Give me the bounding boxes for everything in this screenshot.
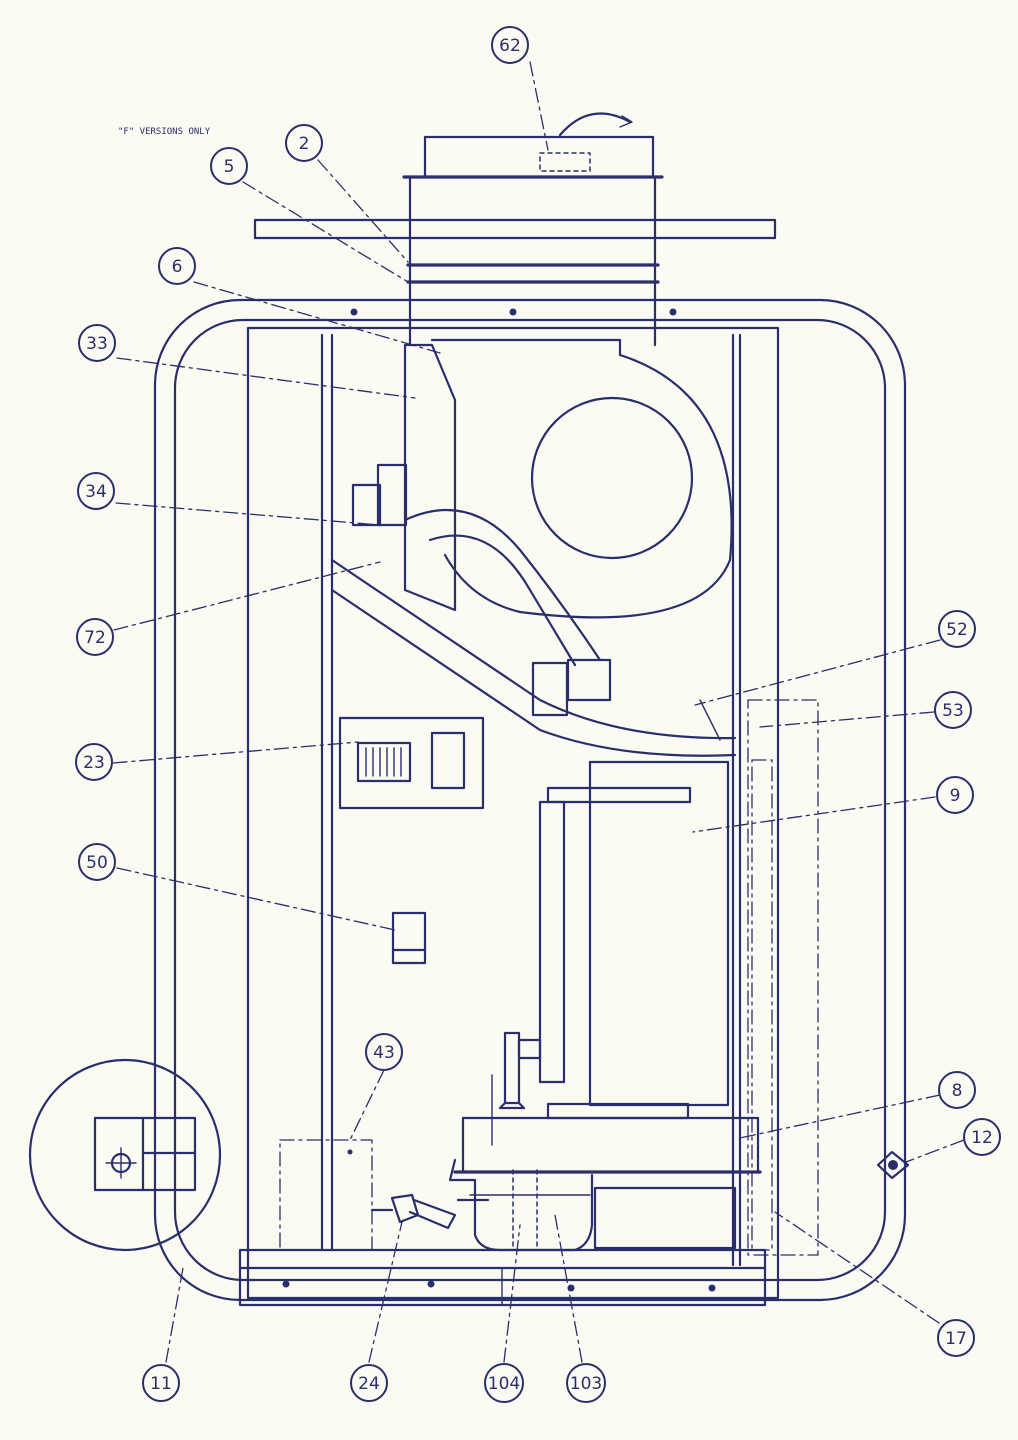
component-50 [391,911,427,965]
condensate-trap [448,1116,762,1252]
callout-43-label: 43 [373,1043,395,1063]
callout-62: 62 [491,26,529,64]
callout-62-label: 62 [499,36,521,56]
callout-33-label: 33 [86,334,108,354]
flue-assembly [253,112,777,347]
callout-24-label: 24 [358,1374,380,1394]
gas-tube [330,558,737,757]
callout-11: 11 [142,1364,180,1402]
drain-valve [370,1193,457,1230]
rear-panel-outline [747,699,819,1256]
callout-12-label: 12 [971,1128,993,1148]
versions-note: "F" VERSIONS ONLY [118,127,211,137]
callout-104-label: 104 [488,1374,520,1394]
callout-33: 33 [78,324,116,362]
callout-52-label: 52 [946,620,968,640]
callout-53-label: 53 [942,701,964,721]
callout-8-label: 8 [952,1081,963,1101]
callout-5-label: 5 [224,157,235,177]
callout-6-label: 6 [172,257,183,277]
callout-11-label: 11 [150,1374,172,1394]
callout-72: 72 [76,618,114,656]
callout-50-label: 50 [86,853,108,873]
callout-43: 43 [365,1033,403,1071]
callout-52: 52 [938,610,976,648]
callout-50: 50 [78,843,116,881]
heat-exchanger [491,760,730,1146]
side-cover [28,1058,222,1252]
callout-5: 5 [210,147,248,185]
callout-34: 34 [77,472,115,510]
callout-24: 24 [350,1364,388,1402]
callout-53: 53 [934,691,972,729]
callout-23-label: 23 [83,753,105,773]
callout-12: 12 [963,1118,1001,1156]
control-panel [338,716,485,810]
callout-72-label: 72 [84,628,106,648]
callout-9-label: 9 [950,786,961,806]
pressure-fitting [876,1150,910,1180]
callout-8: 8 [938,1071,976,1109]
callout-9: 9 [936,776,974,814]
callout-23: 23 [75,743,113,781]
outer-casing [153,298,907,1302]
component-43 [279,1139,373,1251]
callout-2: 2 [285,124,323,162]
leader-lines [112,61,965,1363]
callout-6: 6 [158,247,196,285]
inner-chassis [238,326,780,1307]
callout-2-label: 2 [299,134,310,154]
callout-34-label: 34 [85,482,107,502]
callout-17-label: 17 [945,1329,967,1349]
callout-103-label: 103 [570,1374,602,1394]
callout-103: 103 [566,1363,606,1403]
callout-17: 17 [937,1319,975,1357]
fan-housing [351,338,733,667]
callout-104: 104 [484,1363,524,1403]
